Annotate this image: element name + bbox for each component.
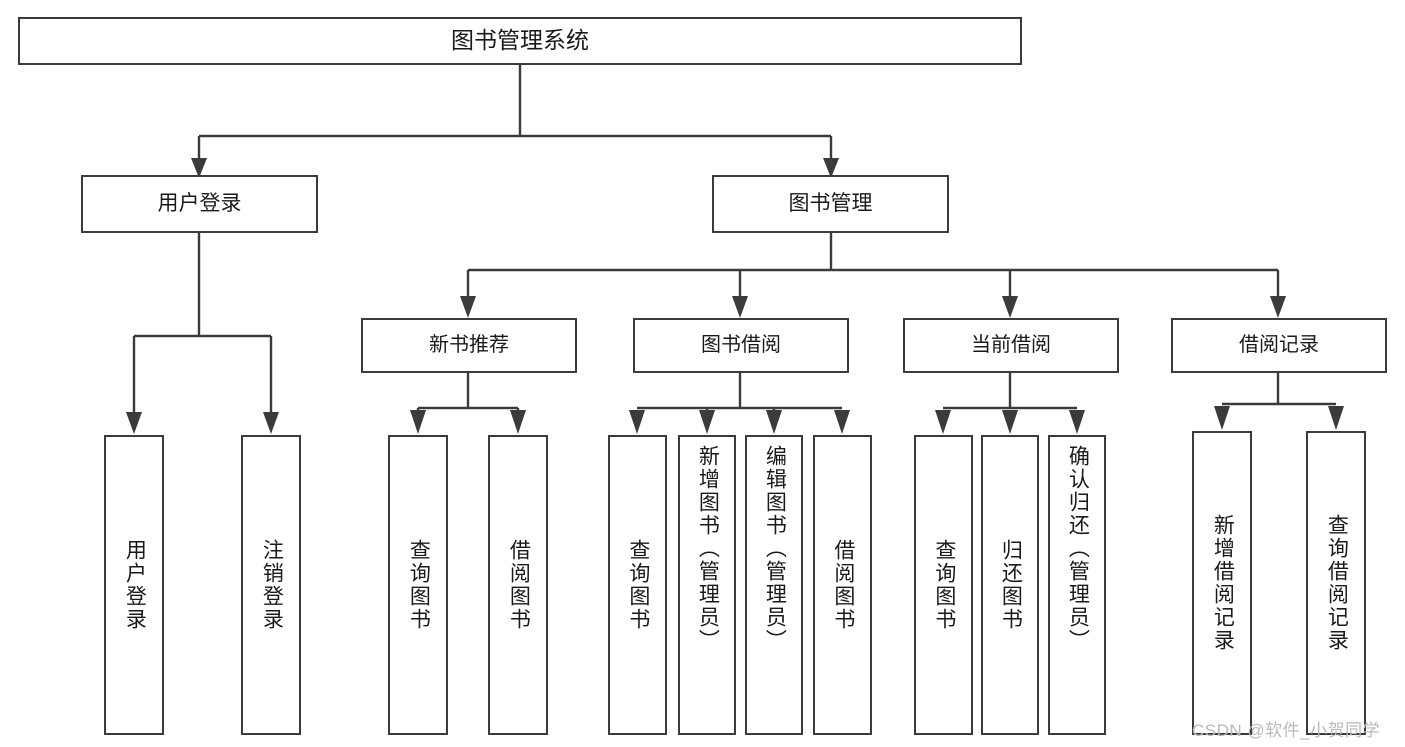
node-user-login-label: 用户登录 [157, 191, 242, 215]
node-current-borrow[interactable]: 当前借阅 [903, 318, 1119, 373]
node-book-borrow[interactable]: 图书借阅 [633, 318, 849, 373]
arrow-current-borrow [1002, 296, 1018, 318]
leaf-bb-query-book[interactable]: 查询图书 [608, 435, 667, 735]
arrow-bb-add [699, 410, 715, 434]
arrow-br-add [1214, 406, 1230, 430]
arrow-leaf-logout [263, 412, 279, 434]
arrow-cb-return [1002, 410, 1018, 434]
leaf-user-login[interactable]: 用户登录 [104, 435, 164, 735]
leaf-bb-query-book-label: 查询图书 [626, 539, 650, 631]
node-book-management-label: 图书管理 [788, 191, 873, 215]
arrow-cb-confirm [1069, 410, 1085, 434]
leaf-br-query-record-label: 查询借阅记录 [1325, 514, 1349, 652]
leaf-nb-borrow-book[interactable]: 借阅图书 [488, 435, 548, 735]
node-current-borrow-label: 当前借阅 [971, 333, 1051, 356]
leaf-bb-borrow-book[interactable]: 借阅图书 [813, 435, 872, 735]
leaf-cb-query-book-label: 查询图书 [932, 539, 956, 631]
arrow-borrow-record [1270, 296, 1286, 318]
leaf-cb-return-book[interactable]: 归还图书 [981, 435, 1039, 735]
node-new-book-recommend[interactable]: 新书推荐 [361, 318, 577, 373]
node-book-management[interactable]: 图书管理 [712, 175, 949, 233]
leaf-br-add-record-label: 新增借阅记录 [1211, 514, 1235, 652]
leaf-bb-add-book-label: 新增图书（管理员） [696, 445, 720, 652]
leaf-cb-confirm-return-label: 确认归还（管理员） [1066, 445, 1090, 652]
leaf-nb-borrow-book-label: 借阅图书 [507, 539, 531, 631]
node-root-label: 图书管理系统 [451, 27, 589, 54]
arrow-new-book [460, 296, 476, 318]
leaf-br-add-record[interactable]: 新增借阅记录 [1192, 431, 1252, 735]
leaf-br-query-record[interactable]: 查询借阅记录 [1306, 431, 1366, 735]
arrow-book-borrow [732, 296, 748, 318]
node-borrow-record-label: 借阅记录 [1239, 333, 1319, 356]
leaf-nb-query-book-label: 查询图书 [407, 539, 431, 631]
leaf-logout-label: 注销登录 [260, 539, 284, 631]
arrow-nb-query [410, 410, 426, 434]
leaf-bb-add-book[interactable]: 新增图书（管理员） [678, 435, 736, 735]
leaf-user-login-label: 用户登录 [123, 539, 147, 631]
leaf-logout[interactable]: 注销登录 [241, 435, 301, 735]
node-new-book-recommend-label: 新书推荐 [429, 333, 509, 356]
node-user-login[interactable]: 用户登录 [81, 175, 318, 233]
leaf-bb-edit-book-label: 编辑图书（管理员） [763, 445, 787, 652]
leaf-cb-query-book[interactable]: 查询图书 [914, 435, 973, 735]
node-root[interactable]: 图书管理系统 [18, 17, 1022, 65]
arrow-leaf-user-login [126, 412, 142, 434]
arrow-bb-borrow [834, 410, 850, 434]
node-book-borrow-label: 图书借阅 [701, 333, 781, 356]
arrow-bb-edit [766, 410, 782, 434]
leaf-bb-borrow-book-label: 借阅图书 [831, 539, 855, 631]
arrow-nb-borrow [510, 410, 526, 434]
leaf-cb-return-book-label: 归还图书 [999, 539, 1023, 631]
arrow-cb-query [935, 410, 951, 434]
leaf-bb-edit-book[interactable]: 编辑图书（管理员） [745, 435, 803, 735]
csdn-watermark: CSDN @软件_小贺同学 [1192, 721, 1381, 740]
leaf-cb-confirm-return[interactable]: 确认归还（管理员） [1048, 435, 1106, 735]
node-borrow-record[interactable]: 借阅记录 [1171, 318, 1387, 373]
arrow-br-query [1328, 406, 1344, 430]
arrow-bb-query [629, 410, 645, 434]
leaf-nb-query-book[interactable]: 查询图书 [388, 435, 448, 735]
